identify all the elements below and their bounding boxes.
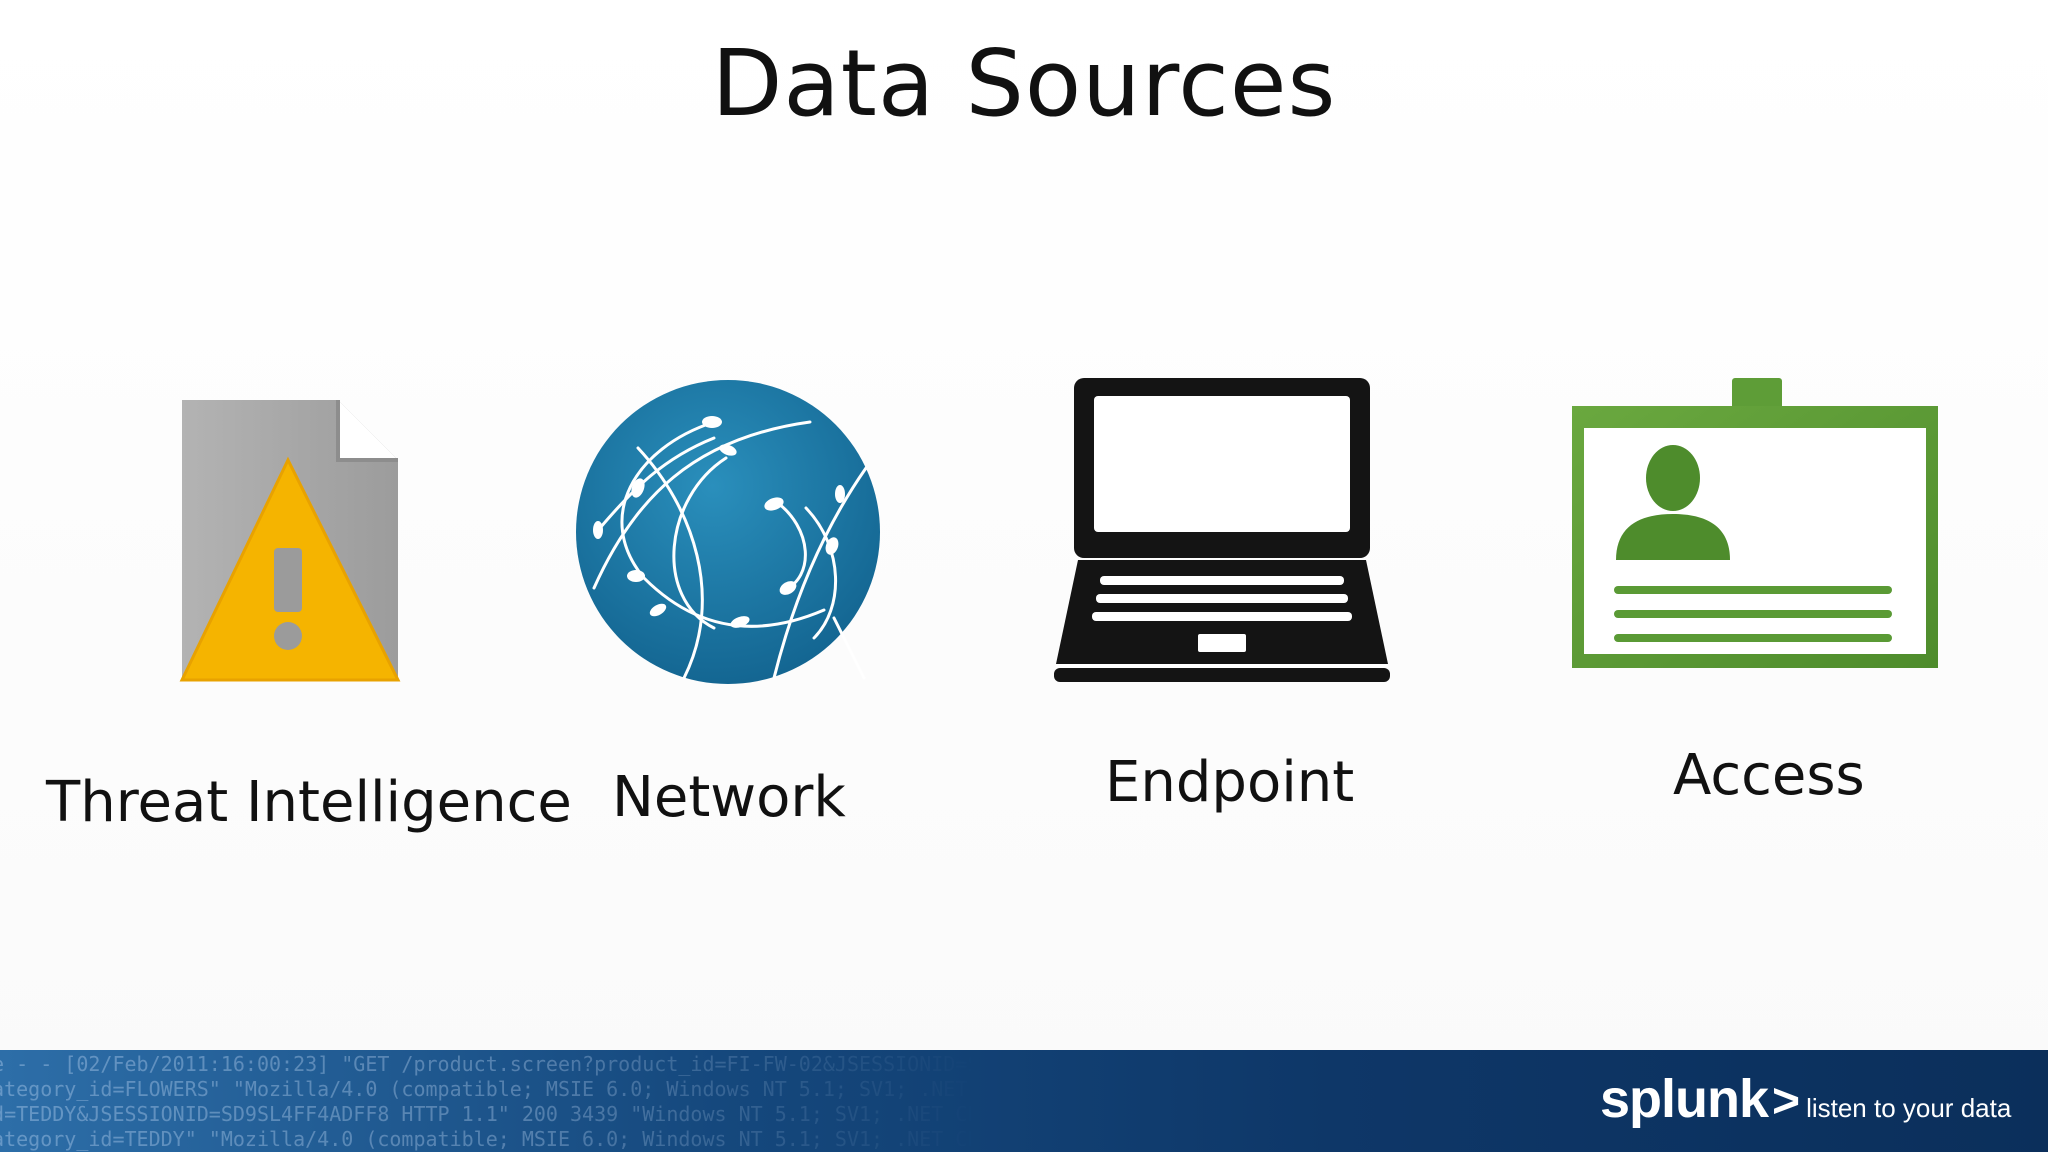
source-label-network: Network [612, 765, 846, 830]
warning-document-icon [179, 400, 401, 682]
splunk-logo: splunk [1600, 1069, 1769, 1129]
source-label-access: Access [1673, 743, 1865, 808]
log-text-background: ze - - [02/Feb/2011:16:00:23] "GET /prod… [0, 1052, 980, 1152]
footer-banner: ze - - [02/Feb/2011:16:00:23] "GET /prod… [0, 1050, 2048, 1152]
log-line: category_id=FLOWERS" "Mozilla/4.0 (compa… [0, 1077, 980, 1101]
globe-network-icon [576, 380, 880, 684]
log-line: id=TEDDY&JSESSIONID=SD9SL4FF4ADFF8 HTTP … [0, 1102, 980, 1126]
chevron-icon: > [1772, 1075, 1801, 1128]
source-label-threat-intelligence: Threat Intelligence [46, 770, 572, 835]
brand-tagline: listen to your data [1806, 1093, 2012, 1123]
log-line: category_id=TEDDY" "Mozilla/4.0 (compati… [0, 1127, 980, 1151]
slide-title: Data Sources [711, 30, 1337, 137]
laptop-icon [1054, 378, 1390, 682]
splunk-brand: splunk > listen to your data [1600, 1068, 2011, 1130]
source-label-endpoint: Endpoint [1105, 750, 1355, 815]
id-badge-icon [1572, 378, 1938, 668]
log-line: ze - - [02/Feb/2011:16:00:23] "GET /prod… [0, 1052, 980, 1076]
